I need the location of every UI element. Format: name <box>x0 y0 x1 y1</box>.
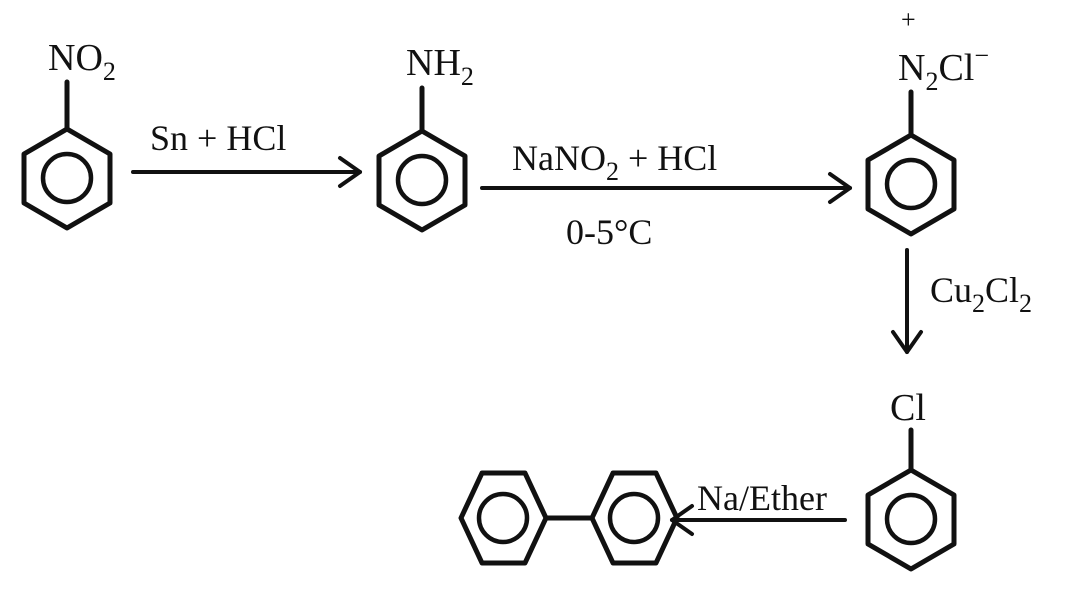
benzene-ring <box>376 128 468 233</box>
positive-charge: + <box>901 5 916 34</box>
step1-reagent: Sn + HCl <box>150 118 286 158</box>
benzene-ring <box>865 132 957 237</box>
aromatic-circle <box>476 491 530 545</box>
aromatic-circle <box>884 157 938 211</box>
step2-reagent: NaNO2 + HCl <box>512 138 717 186</box>
arrow-step3: Cu2Cl2 <box>891 248 1032 354</box>
benzene-ring-right <box>589 470 680 566</box>
aniline: NH2 <box>376 42 474 233</box>
benzene-ring <box>21 126 113 231</box>
arrow-step4: Na/Ether <box>670 478 847 536</box>
aromatic-circle <box>395 153 449 207</box>
chloro-group-label: Cl <box>890 387 926 429</box>
biphenyl <box>458 470 680 566</box>
benzenediazonium-chloride: + N2Cl− <box>865 5 989 237</box>
step3-reagent: Cu2Cl2 <box>930 270 1032 318</box>
benzene-ring-left <box>458 470 549 566</box>
nitrobenzene: NO2 <box>21 37 116 231</box>
aromatic-circle <box>607 491 661 545</box>
arrow-step1: Sn + HCl <box>131 118 362 188</box>
step4-reagent: Na/Ether <box>697 478 827 518</box>
step2-condition: 0-5°C <box>566 212 652 252</box>
aromatic-circle <box>40 151 94 205</box>
amino-group-label: NH2 <box>406 42 474 91</box>
chlorobenzene: Cl <box>865 387 957 572</box>
nitro-group-label: NO2 <box>48 37 116 86</box>
benzene-ring <box>865 467 957 572</box>
diazonium-group-label: N2Cl− <box>898 41 989 96</box>
aromatic-circle <box>884 492 938 546</box>
arrow-step2: NaNO2 + HCl 0-5°C <box>480 138 852 252</box>
